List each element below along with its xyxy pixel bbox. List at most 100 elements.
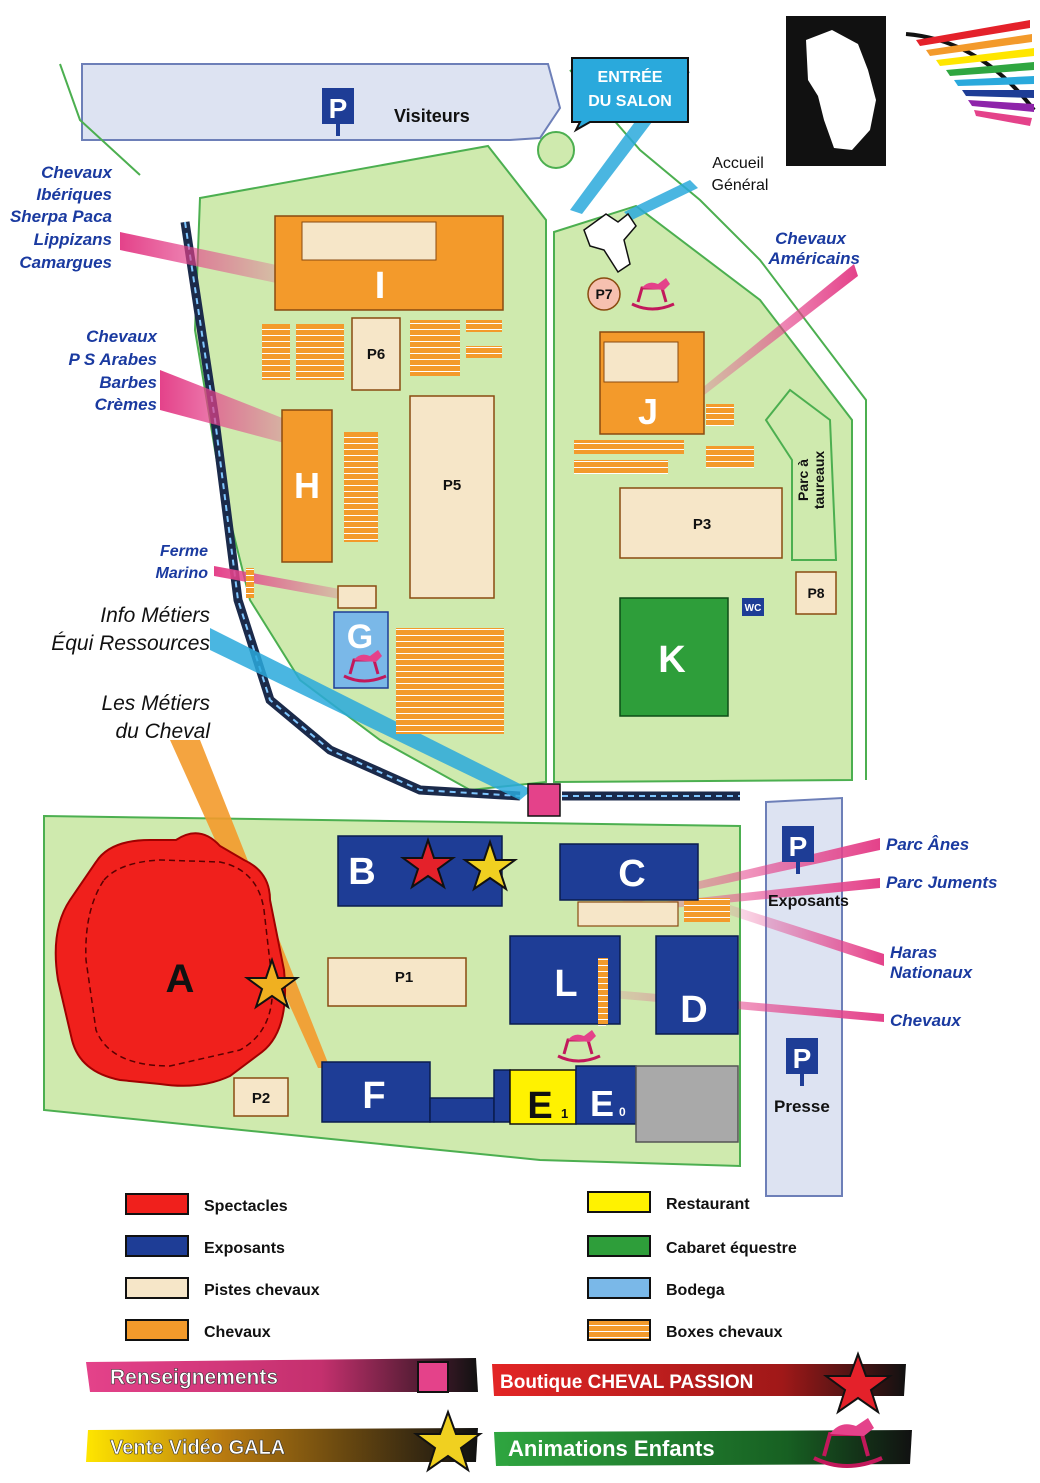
callout-text: Chevaux — [86, 327, 158, 346]
hall-k-label: K — [658, 639, 686, 681]
hall-d-label: D — [680, 989, 707, 1031]
hall-b-label: B — [348, 851, 375, 893]
callout-text: Barbes — [99, 373, 157, 392]
parking-visiteurs[interactable]: P Visiteurs — [322, 88, 470, 136]
hall-i-label: I — [375, 265, 386, 307]
callout-text: Ibériques — [36, 185, 112, 204]
legend-swatch-restaurant — [587, 1191, 651, 1213]
parc-taureaux-line1: Parc à — [795, 459, 811, 501]
banner-text: Animations Enfants — [508, 1436, 715, 1461]
callout-text: Chevaux — [775, 229, 847, 248]
accueil-line1: Accueil — [712, 155, 764, 172]
callout-text: Ferme — [160, 543, 208, 560]
hall-e1[interactable] — [509, 1069, 577, 1125]
legend-swatch-pistes — [125, 1277, 189, 1299]
star-red-icon — [822, 1351, 894, 1415]
piste-p7-label: P7 — [595, 286, 612, 302]
rocking-horse-icon — [813, 1418, 883, 1468]
piste-p1-label: P1 — [395, 969, 413, 986]
roads — [59, 63, 867, 1197]
callout-metiers: Les Métiers du Cheval — [101, 692, 211, 743]
callout-iberiques: Chevaux Ibériques Sherpa Paca Lippizans … — [10, 163, 114, 272]
hall-e1-label: E — [527, 1085, 552, 1127]
hall-h-label: H — [294, 465, 320, 506]
parking-presse[interactable]: P Presse — [774, 1038, 830, 1116]
ferme-marino[interactable] — [337, 585, 377, 609]
banner-text: Boutique CHEVAL PASSION — [500, 1372, 753, 1393]
piste-p8-label: P8 — [807, 585, 824, 601]
rocking-horse-icon — [343, 650, 387, 683]
banner-text: Vente Vidéo GALA — [110, 1437, 285, 1459]
hall-j-label: J — [638, 391, 658, 432]
entree-line2: DU SALON — [588, 93, 672, 110]
callout-haras-line2: Nationaux — [890, 963, 974, 982]
callout-haras-line1: Haras — [890, 943, 937, 962]
parking-symbol: P — [793, 1043, 812, 1074]
entree-line1: ENTRÉE — [598, 67, 663, 86]
parking-exposants-label: Exposants — [768, 893, 849, 910]
hall-e0[interactable] — [575, 1065, 637, 1125]
hall-a-label: A — [166, 957, 195, 1001]
hall-f-label: F — [362, 1075, 385, 1117]
parc-a-taureaux[interactable] — [764, 388, 838, 561]
parking-visiteurs-area — [81, 63, 562, 141]
legend-label: Cabaret équestre — [666, 1240, 797, 1257]
callout-parc-juments: Parc Juments — [886, 873, 998, 892]
hall-h[interactable] — [281, 409, 333, 563]
piste-p5[interactable] — [409, 395, 495, 599]
callout-text: Crèmes — [95, 395, 157, 414]
rocking-horse-icon — [631, 278, 675, 311]
legend-label: Restaurant — [666, 1196, 750, 1213]
parking-symbol: P — [329, 93, 348, 124]
hall-g[interactable] — [333, 611, 389, 689]
hall-g-label: G — [347, 618, 373, 656]
star-red-icon — [399, 836, 457, 890]
star-yellow-icon — [243, 956, 301, 1010]
grey-building — [635, 1065, 739, 1143]
callout-text: Camargues — [19, 253, 112, 272]
parking-visiteurs-label: Visiteurs — [394, 106, 470, 126]
hall-k[interactable] — [619, 597, 729, 717]
piste-p6[interactable] — [351, 317, 401, 391]
legend-label: Exposants — [204, 1240, 285, 1257]
renseignements-booth[interactable] — [527, 783, 561, 817]
legend-label: Pistes chevaux — [204, 1282, 320, 1299]
piste-p8[interactable] — [795, 571, 837, 615]
legend-swatch-bodega — [587, 1277, 651, 1299]
accueil-line2: Général — [712, 177, 769, 194]
legend-label: Spectacles — [204, 1198, 288, 1215]
parc-taureaux-line2: taureaux — [811, 451, 827, 510]
piste-p1[interactable] — [327, 957, 467, 1007]
callout-text: du Cheval — [115, 720, 211, 743]
hall-e0-label: E — [590, 1083, 614, 1124]
callout-text: Équi Ressources — [51, 632, 210, 655]
hall-e0-subscript: 0 — [619, 1105, 626, 1119]
piste-p7[interactable] — [587, 277, 621, 311]
star-yellow-icon — [412, 1409, 484, 1473]
callout-ferme: Ferme Marino — [156, 543, 209, 582]
accueil-building[interactable] — [583, 212, 637, 274]
entree-du-salon[interactable]: ENTRÉE DU SALON — [571, 57, 689, 133]
piste-p5-label: P5 — [443, 477, 461, 494]
parking-exposants[interactable]: P Exposants — [768, 826, 849, 910]
callout-text: Sherpa Paca — [10, 207, 112, 226]
piste-p2-label: P2 — [252, 1090, 270, 1107]
hall-c-label: C — [618, 853, 645, 895]
parking-exposants-area — [765, 796, 843, 1197]
piste-c — [577, 901, 679, 927]
rocking-horse-icon — [557, 1030, 601, 1063]
hall-d[interactable] — [655, 935, 739, 1035]
boxes-chevaux — [246, 320, 754, 1026]
hall-c[interactable] — [559, 843, 699, 901]
callout-arabes: Chevaux P S Arabes Barbes Crèmes — [68, 327, 158, 414]
banner-text: Renseignements — [110, 1366, 278, 1389]
piste-p3[interactable] — [619, 487, 783, 559]
callout-text: P S Arabes — [68, 350, 157, 369]
hall-f[interactable] — [321, 1061, 431, 1123]
piste-p6-label: P6 — [367, 346, 385, 363]
piste-p2[interactable] — [233, 1077, 289, 1117]
banner-renseignements: Renseignements — [86, 1358, 478, 1393]
hall-a[interactable] — [54, 832, 287, 1087]
legend-label: Chevaux — [204, 1324, 271, 1341]
star-yellow-icon — [461, 838, 519, 892]
